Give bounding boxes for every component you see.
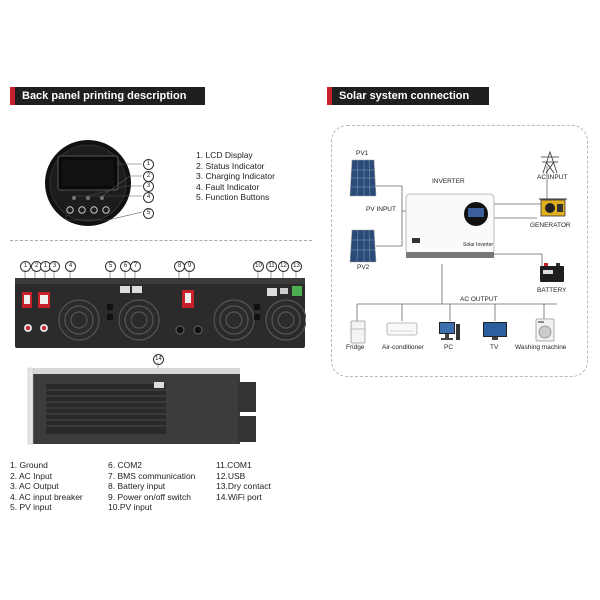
back-panel-header: Back panel printing description <box>10 87 205 105</box>
legend-col-1: 1. Ground 2. AC Input 3. AC Output 4. AC… <box>10 460 83 513</box>
solar-diagram-frame <box>331 125 588 377</box>
list-item: 6. COM2 <box>108 460 143 470</box>
pc-icon <box>439 322 460 340</box>
lcd-callout-3: 3 <box>143 181 154 192</box>
pv-input-label: PV INPUT <box>366 206 396 213</box>
inverter-side-view <box>27 362 256 445</box>
list-item: 10.PV input <box>108 502 152 513</box>
list-item: 12.USB <box>216 470 246 481</box>
panel-callout-14: 14 <box>153 354 164 365</box>
ac-output-label: AC OUTPUT <box>460 296 498 303</box>
inverter-brand: Solar Inverter <box>463 242 494 248</box>
appliance-label-fridge: Fridge <box>346 344 365 351</box>
solar-header: Solar system connection <box>327 87 489 105</box>
pylon-icon <box>541 150 559 174</box>
back-panel-title: Back panel printing description <box>22 90 187 102</box>
generator-label: GENERATOR <box>530 222 571 229</box>
panel-callout-5: 5 <box>105 261 116 272</box>
appliance-label-pc: PC <box>444 344 454 351</box>
panel-callout-4: 4 <box>65 261 76 272</box>
appliance-label-tv: TV <box>490 344 499 351</box>
panel-callout-9: 9 <box>184 261 195 272</box>
pv2-label: PV2 <box>357 264 370 271</box>
panel-callout-10: 10 <box>253 261 264 272</box>
panel-callout-11: 11 <box>266 261 277 272</box>
list-item: 2. AC Input <box>10 470 53 481</box>
panel-callout-13: 13 <box>291 261 302 272</box>
panel-callout-3: 3 <box>49 261 60 272</box>
list-item: 3. Charging Indicator <box>196 171 275 182</box>
ac-input-label: AC INPUT <box>537 174 568 181</box>
legend-col-3: 11.COM1 12.USB 13.Dry contact 14.WiFi po… <box>216 460 271 502</box>
panel-callout-12: 12 <box>278 261 289 272</box>
inverter-back-panel <box>15 270 306 348</box>
solar-title: Solar system connection <box>339 90 470 102</box>
list-item: 8. Battery input <box>108 481 166 492</box>
list-item: 11.COM1 <box>216 460 252 470</box>
list-item: 7. BMS communication <box>108 470 196 481</box>
fridge-icon <box>350 320 366 344</box>
list-item: 5. Function Buttons <box>196 192 270 203</box>
divider <box>10 240 312 241</box>
list-item: 2. Status Indicator <box>196 160 265 171</box>
list-item: 4. AC input breaker <box>10 491 83 502</box>
list-item: 4. Fault Indicator <box>196 181 260 192</box>
battery-icon <box>540 263 564 282</box>
list-item: 3. AC Output <box>10 481 59 492</box>
list-item: 1. LCD Display <box>196 150 253 160</box>
washing-machine-icon <box>535 318 555 342</box>
inverter-label: INVERTER <box>432 178 465 185</box>
solar-panel-icon <box>349 159 377 197</box>
pv1-label: PV1 <box>356 150 369 157</box>
battery-label: BATTERY <box>537 287 567 294</box>
lcd-feature-list: 1. LCD Display 2. Status Indicator 3. Ch… <box>196 150 275 203</box>
air-conditioner-icon <box>386 322 418 336</box>
lcd-callout-4: 4 <box>143 192 154 203</box>
solar-panel-icon <box>349 229 377 263</box>
panel-callout-7: 7 <box>130 261 141 272</box>
lcd-display-icon <box>45 140 143 226</box>
lcd-callout-5: 5 <box>143 208 154 219</box>
legend-col-2: 6. COM2 7. BMS communication 8. Battery … <box>108 460 195 513</box>
list-item: 5. PV input <box>10 502 52 513</box>
appliance-label-washing-machine: Washing machine <box>515 344 567 351</box>
list-item: 9. Power on/off switch <box>108 491 191 502</box>
tv-icon <box>483 322 507 340</box>
list-item: 14.WiFi port <box>216 491 262 502</box>
inverter-unit-icon <box>405 193 495 258</box>
panel-callout-1: 1 <box>20 261 31 272</box>
list-item: 1. Ground <box>10 460 48 470</box>
lcd-callout-1: 1 <box>143 159 154 170</box>
generator-icon <box>539 198 567 217</box>
appliance-label-air-conditioner: Air-conditioner <box>382 344 424 351</box>
list-item: 13.Dry contact <box>216 481 271 492</box>
